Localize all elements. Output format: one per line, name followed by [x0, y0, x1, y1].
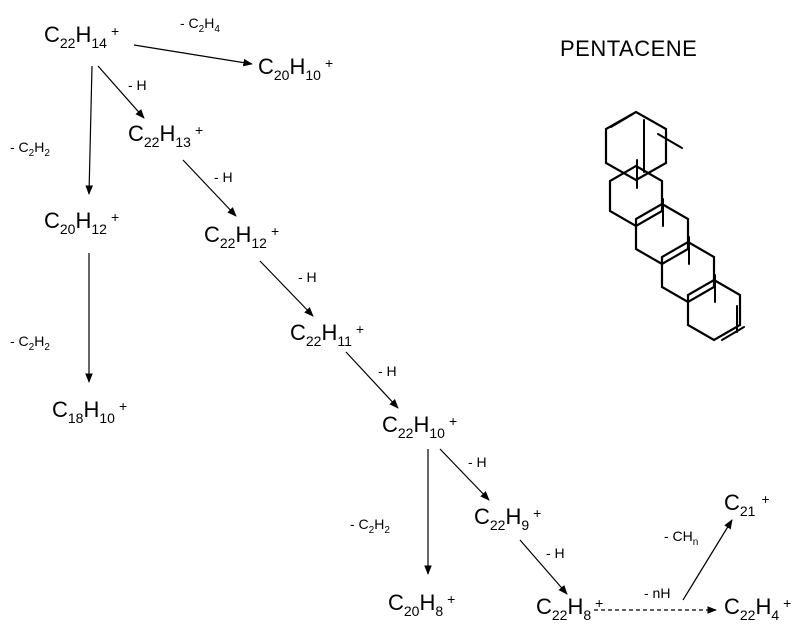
loss-c2h2-2: - C2H2 — [10, 333, 50, 353]
arrow-c22h14-to-c20h12 — [85, 65, 94, 195]
arrow-c22h8-to-c21 — [682, 519, 733, 601]
species-c20h8: C20H8+ — [388, 590, 455, 619]
species-c22h4: C22H4+ — [724, 594, 791, 623]
species-c20h12: C20H12+ — [44, 208, 119, 237]
arrow-c22h12-to-c22h11 — [259, 260, 314, 317]
loss-h-1: - H — [128, 77, 147, 93]
loss-labels: - C2H4 - H - C2H2 - H - H - C2H2 - H - H… — [10, 15, 698, 601]
species-c22h9: C22H9+ — [474, 504, 541, 533]
loss-nh: - nH — [644, 585, 670, 601]
arrow-c22h9-to-c22h8 — [519, 539, 568, 595]
arrow-c22h10-to-c22h9 — [439, 448, 490, 501]
species-c22h13: C22H13+ — [128, 121, 203, 150]
species-c22h10: C22H10+ — [382, 412, 457, 441]
species-c20h10: C20H10+ — [258, 54, 333, 83]
species-labels: C22H14+ C20H10+ C22H13+ C20H12+ C22H12+ … — [44, 22, 791, 623]
arrow-c22h11-to-c22h10 — [345, 351, 399, 409]
loss-c2h2-1: - C2H2 — [10, 139, 50, 159]
arrow-c22h14-to-c22h13 — [97, 65, 145, 119]
loss-h-6: - H — [546, 545, 565, 561]
pentacene-structure — [604, 110, 745, 342]
loss-h-2: - H — [214, 169, 233, 185]
loss-c2h4-top: - C2H4 — [180, 15, 220, 35]
species-c22h11: C22H11+ — [290, 320, 364, 349]
loss-h-4: - H — [378, 363, 397, 379]
species-c22h8: C22H8+ — [536, 594, 603, 623]
species-c22h14: C22H14+ — [44, 22, 119, 51]
species-c21: C21+ — [724, 490, 770, 519]
reaction-arrows — [85, 44, 733, 614]
species-c18h10: C18H10+ — [52, 397, 127, 426]
loss-c2h2-3: - C2H2 — [350, 516, 390, 536]
loss-h-3: - H — [298, 269, 317, 285]
loss-chn: - CHn — [664, 528, 698, 548]
species-c22h12: C22H12+ — [204, 222, 279, 251]
loss-h-5: - H — [468, 454, 487, 470]
arrow-c22h14-to-c20h10 — [133, 44, 253, 67]
arrow-c22h13-to-c22h12 — [182, 159, 237, 217]
molecule-title: PENTACENE — [560, 36, 697, 61]
